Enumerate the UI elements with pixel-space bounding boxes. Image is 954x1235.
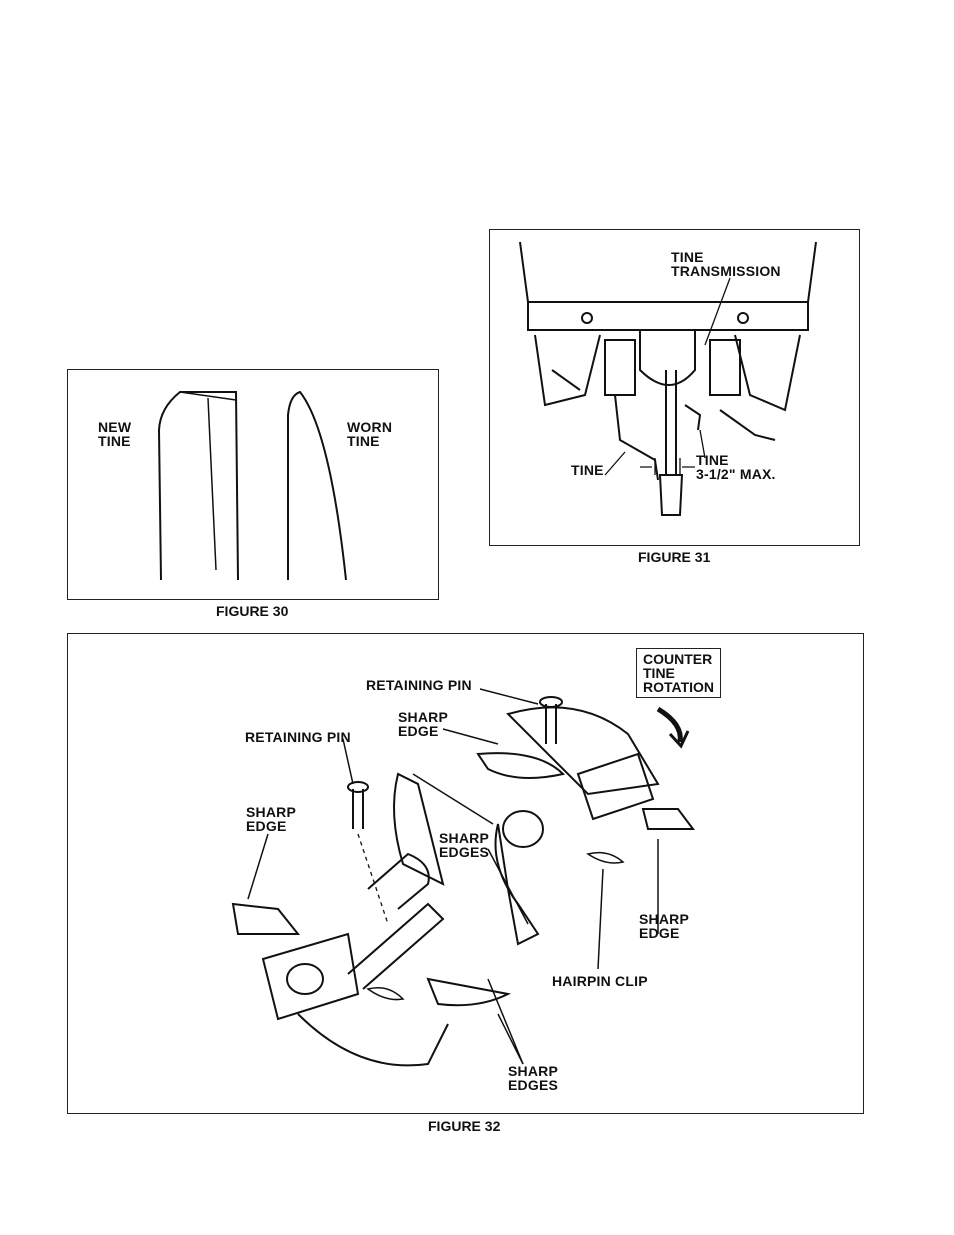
counter-tine-rotation-box: COUNTER TINE ROTATION: [636, 648, 721, 698]
new-tine-label: NEW TINE: [98, 420, 131, 448]
figure-31-caption: FIGURE 31: [638, 549, 710, 565]
worn-tine-label: WORN TINE: [347, 420, 392, 448]
tine-left-label: TINE: [571, 463, 604, 477]
sharp-edge-label-right: SHARP EDGE: [639, 912, 689, 940]
tine-max-label: TINE 3-1/2" MAX.: [696, 453, 776, 481]
sharp-edge-label-top: SHARP EDGE: [398, 710, 448, 738]
retaining-pin-label-top: RETAINING PIN: [366, 678, 472, 692]
sharp-edge-label-left: SHARP EDGE: [246, 805, 296, 833]
new-vs-worn-tine-illustration: [68, 370, 440, 601]
figure-32-caption: FIGURE 32: [428, 1118, 500, 1134]
sharp-edges-label-middle: SHARP EDGES: [439, 831, 489, 859]
retaining-pin-label-left: RETAINING PIN: [245, 730, 351, 744]
hairpin-clip-label: HAIRPIN CLIP: [552, 974, 648, 988]
figure-31-panel: TINE TRANSMISSION TINE TINE 3-1/2" MAX.: [489, 229, 860, 546]
figure-30-caption: FIGURE 30: [216, 603, 288, 619]
figure-30-panel: NEW TINE WORN TINE: [67, 369, 439, 600]
figure-32-panel: COUNTER TINE ROTATION RETAINING PIN SHAR…: [67, 633, 864, 1114]
sharp-edges-label-bottom: SHARP EDGES: [508, 1064, 558, 1092]
tine-assembly-illustration: [68, 634, 865, 1115]
tine-transmission-label: TINE TRANSMISSION: [671, 250, 781, 278]
